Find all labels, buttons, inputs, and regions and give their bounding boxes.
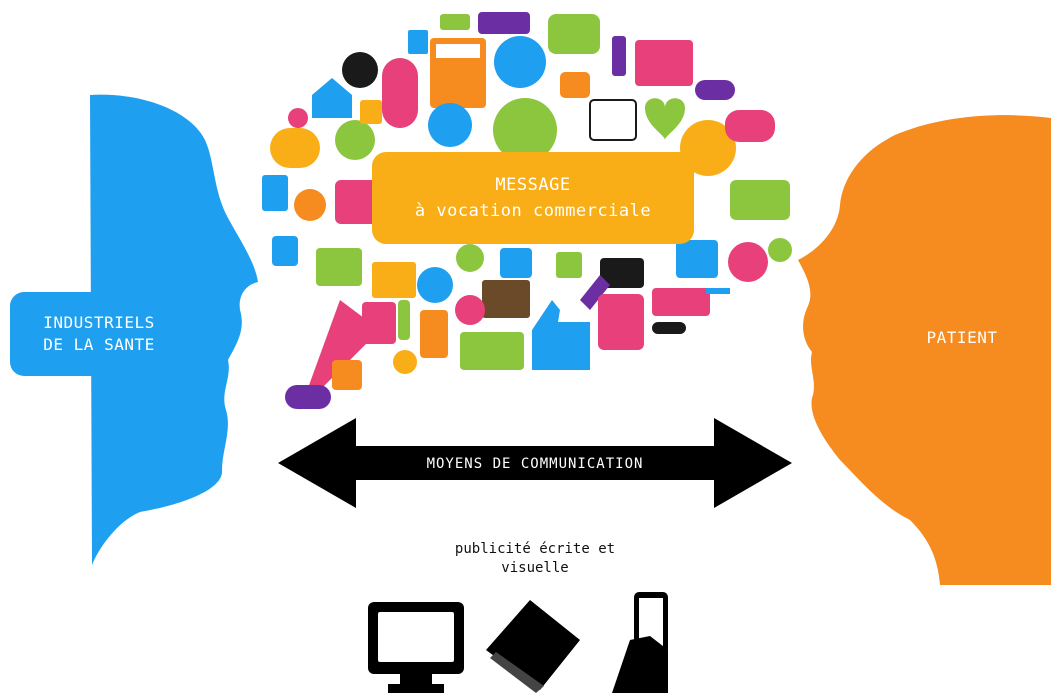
satellite-icon bbox=[270, 128, 320, 168]
bird-icon bbox=[335, 120, 375, 160]
home-app-icon bbox=[598, 294, 644, 350]
location-pin-icon bbox=[393, 350, 417, 374]
bottle-icon bbox=[398, 300, 410, 340]
ice-cream-icon bbox=[294, 189, 326, 221]
patient-label: PATIENT bbox=[878, 295, 1046, 381]
gender-icon bbox=[580, 275, 610, 310]
mug-icon bbox=[500, 248, 532, 278]
telephone-icon bbox=[285, 385, 331, 409]
thumbs-up-icon bbox=[532, 300, 590, 370]
mobile-icon bbox=[420, 310, 448, 358]
media-caption-line1: publicité écrite et bbox=[454, 541, 616, 557]
news-icon-header bbox=[436, 44, 480, 58]
leaf-icon bbox=[768, 238, 792, 262]
padlock-icon bbox=[360, 100, 382, 124]
communication-label: MOYENS DE COMMUNICATION bbox=[426, 456, 644, 472]
envelope-icon bbox=[635, 40, 693, 86]
smartphone-icon bbox=[612, 592, 668, 693]
music-note-icon bbox=[288, 108, 308, 128]
chat-icon bbox=[560, 72, 590, 98]
tablet-icon bbox=[262, 175, 288, 211]
clock-icon bbox=[417, 267, 453, 303]
heart-icon bbox=[645, 98, 685, 140]
house-icon bbox=[312, 78, 352, 118]
globe-icon bbox=[680, 120, 736, 176]
tv-stand-icon bbox=[706, 288, 730, 294]
message-title: MESSAGE bbox=[495, 175, 571, 195]
flag-icon bbox=[408, 30, 428, 54]
3d-glasses-icon bbox=[478, 12, 530, 34]
gamepad-icon bbox=[725, 110, 775, 142]
microphone-icon bbox=[382, 58, 418, 128]
user-head-icon bbox=[428, 103, 472, 147]
keyboard-icon bbox=[652, 288, 710, 316]
film-icon bbox=[372, 262, 416, 298]
media-caption-line2: visuelle bbox=[501, 560, 569, 576]
eye-icon bbox=[455, 295, 485, 325]
no-sign-icon bbox=[342, 52, 378, 88]
glasses-icon bbox=[652, 322, 686, 334]
magazine-icon bbox=[486, 600, 580, 693]
tv-icon bbox=[676, 240, 718, 278]
bubble-tail bbox=[300, 300, 380, 410]
notebook-icon bbox=[362, 302, 396, 344]
lightbulb-icon bbox=[456, 244, 484, 272]
media-caption: publicité écrite et visuelle bbox=[400, 540, 670, 578]
puzzle-icon bbox=[332, 360, 362, 390]
message-subtitle: à vocation commerciale bbox=[414, 201, 652, 221]
phone-icon bbox=[600, 258, 644, 288]
industry-label-line1: INDUSTRIELS bbox=[43, 313, 155, 332]
lab-flask-icon bbox=[272, 236, 298, 266]
industry-label: INDUSTRIELS DE LA SANTE bbox=[10, 292, 188, 376]
headphones-icon bbox=[493, 98, 557, 162]
pencil-icon bbox=[589, 99, 637, 141]
communication-arrow bbox=[278, 418, 792, 508]
monitor-icon bbox=[368, 602, 464, 693]
link-icon bbox=[695, 80, 735, 100]
megaphone-icon bbox=[730, 180, 790, 220]
gift-icon bbox=[556, 252, 582, 278]
printer-icon bbox=[316, 248, 362, 286]
chocolate-icon bbox=[482, 280, 530, 318]
car-icon bbox=[548, 14, 600, 54]
message-box: MESSAGE à vocation commerciale bbox=[372, 152, 694, 244]
patient-label-text: PATIENT bbox=[926, 328, 998, 347]
magnifier-icon bbox=[494, 36, 546, 88]
wifi-icon bbox=[612, 36, 626, 76]
industry-label-line2: DE LA SANTE bbox=[43, 335, 155, 354]
mouse-icon bbox=[728, 242, 768, 282]
tag-icon bbox=[440, 14, 470, 30]
battery-icon bbox=[460, 332, 524, 370]
